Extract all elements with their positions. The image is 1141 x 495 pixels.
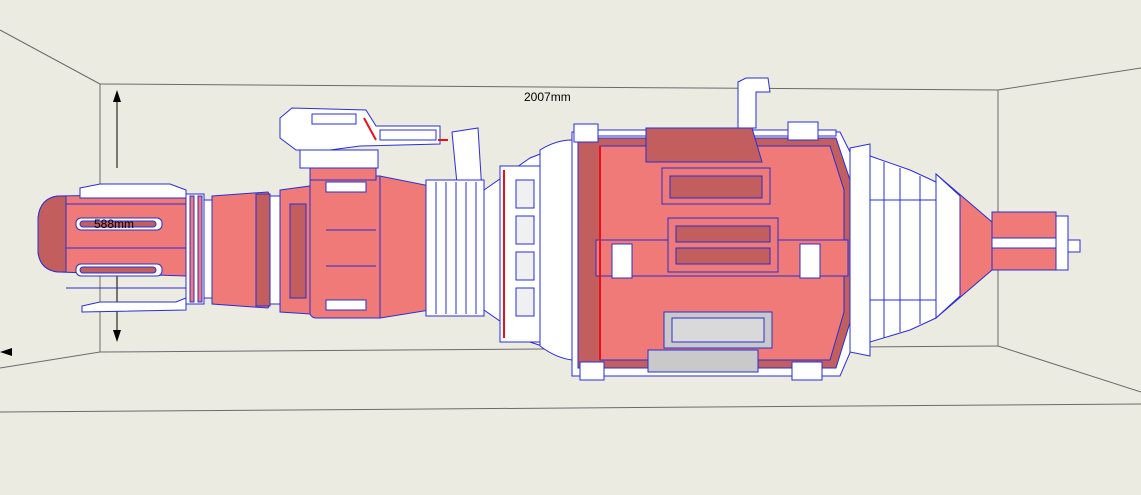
top-rail-handle [279, 107, 483, 195]
mid-cylinder [279, 175, 431, 319]
width-dimension-label: 2007mm [524, 90, 571, 104]
height-dimension-label: 588mm [94, 217, 135, 231]
rear-cylinder [849, 143, 937, 357]
axis-arrow-icon [0, 348, 12, 356]
seam-lines [438, 139, 601, 360]
main-body [571, 77, 865, 381]
exhaust-cone [935, 172, 993, 320]
front-nozzle [37, 183, 187, 313]
tail-pipe [991, 211, 1081, 271]
transition-cone [483, 139, 573, 361]
ribbed-collar [425, 179, 485, 317]
coupling-rings [185, 191, 281, 309]
